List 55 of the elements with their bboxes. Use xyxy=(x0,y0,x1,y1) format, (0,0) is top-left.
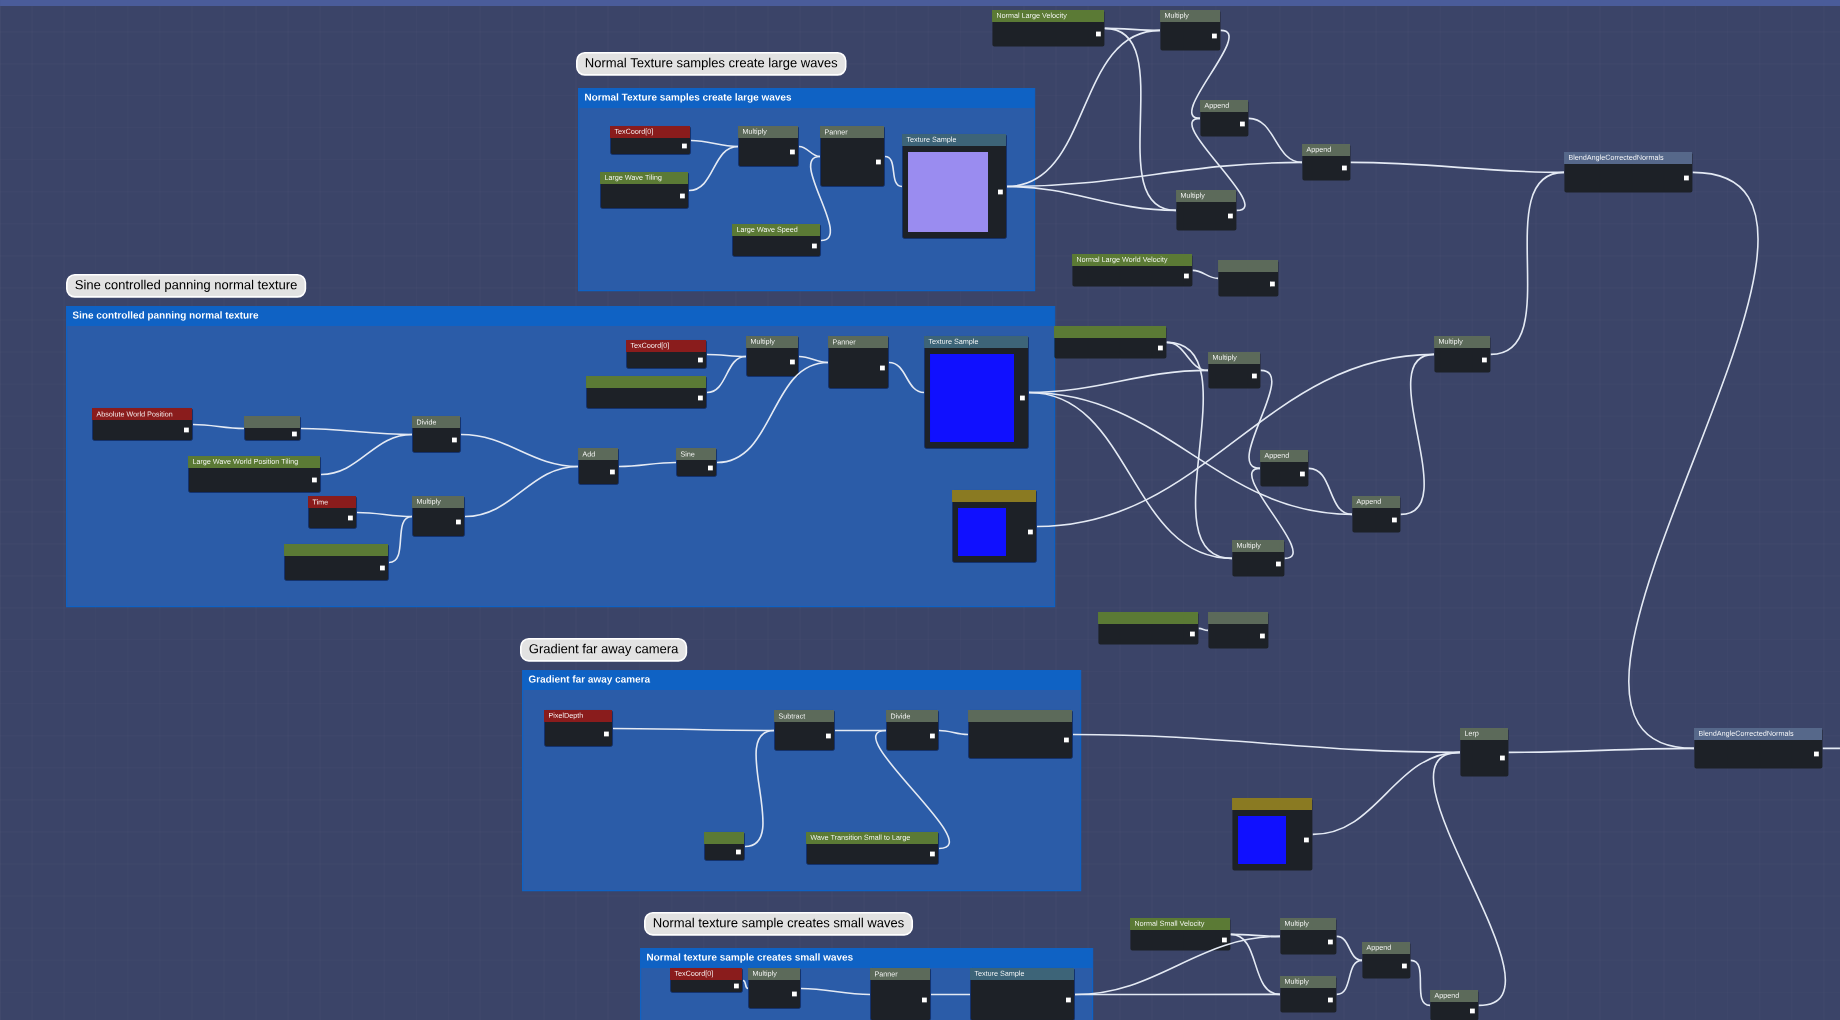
wire xyxy=(744,729,775,848)
wire xyxy=(1822,747,1840,750)
parameter-node xyxy=(704,832,745,861)
wire xyxy=(1490,171,1565,356)
wire xyxy=(1248,117,1303,164)
wire xyxy=(1230,933,1281,996)
wire xyxy=(888,361,925,394)
wire xyxy=(1104,27,1177,212)
constant-node xyxy=(952,490,1037,563)
wire xyxy=(688,145,739,192)
wire xyxy=(1192,269,1219,280)
wire xyxy=(742,979,749,990)
wire xyxy=(1074,993,1281,996)
math-node xyxy=(968,710,1073,759)
wire xyxy=(875,729,950,850)
parameter-node xyxy=(1098,612,1199,645)
wire xyxy=(464,465,579,518)
constant-node xyxy=(1232,798,1313,871)
wire xyxy=(356,511,413,518)
wire xyxy=(716,361,829,464)
parameter-node xyxy=(586,376,707,409)
wire xyxy=(1198,627,1209,632)
wire xyxy=(320,433,413,476)
wire xyxy=(690,139,739,148)
wire xyxy=(1166,341,1209,372)
parameter-node xyxy=(1054,326,1167,359)
wire xyxy=(1028,391,1353,516)
wire xyxy=(1336,935,1363,962)
wire xyxy=(798,355,829,364)
wire xyxy=(1190,29,1230,120)
wire xyxy=(192,423,245,430)
wire xyxy=(800,987,871,996)
wire xyxy=(388,515,413,564)
wire xyxy=(884,155,903,188)
wire xyxy=(1166,341,1233,560)
wire xyxy=(706,355,747,394)
math-node xyxy=(244,416,301,441)
wire xyxy=(1336,959,1363,996)
wire xyxy=(798,145,821,158)
wire xyxy=(460,433,579,468)
wire xyxy=(1508,747,1695,754)
wire xyxy=(1629,171,1758,750)
math-node xyxy=(1218,260,1279,297)
wire xyxy=(1248,369,1273,470)
wire xyxy=(1400,353,1435,516)
parameter-node xyxy=(284,544,389,581)
math-node xyxy=(1208,612,1269,649)
wire xyxy=(1308,467,1353,516)
wire xyxy=(1410,959,1431,1007)
wire xyxy=(930,993,971,996)
wire xyxy=(618,461,677,468)
wire xyxy=(706,353,747,358)
wire xyxy=(1250,467,1294,560)
wire xyxy=(938,729,969,736)
wire xyxy=(1433,751,1506,1007)
